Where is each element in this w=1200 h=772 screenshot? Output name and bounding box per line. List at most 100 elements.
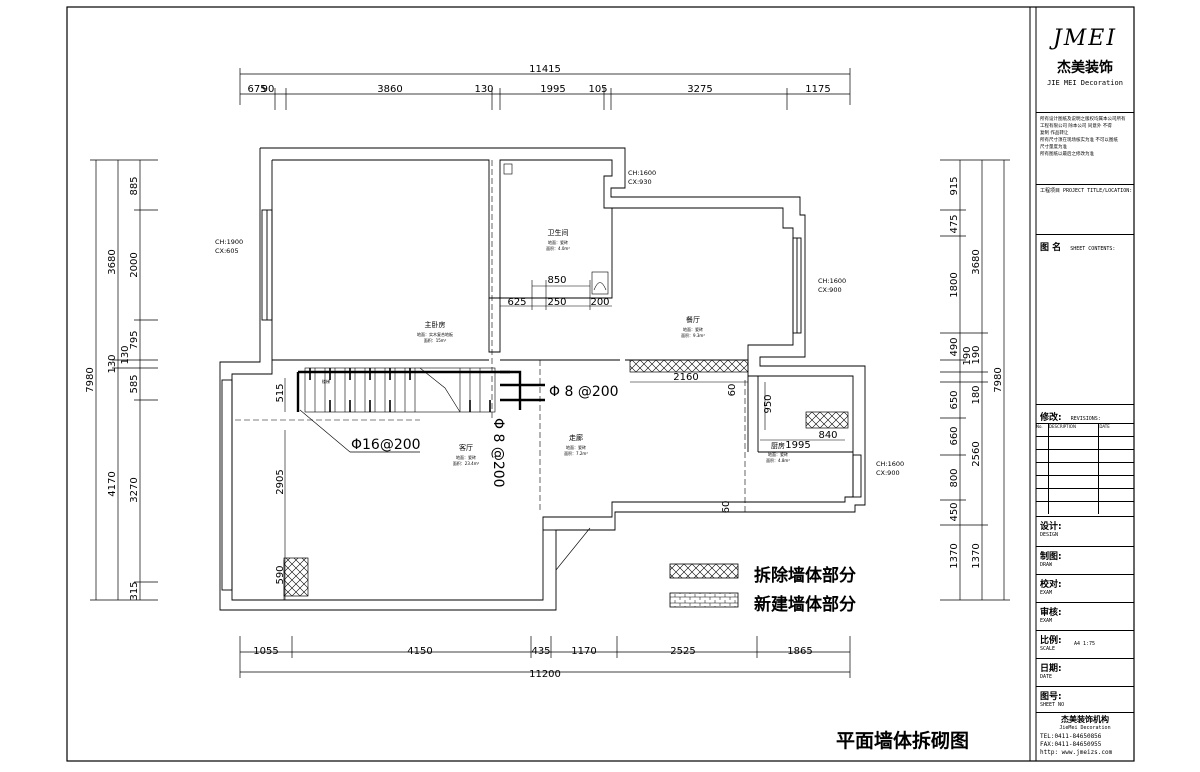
window-note-2-cx: CX:930 bbox=[628, 178, 652, 186]
draw-label: 制图: bbox=[1040, 552, 1062, 562]
bottom-dimension-chain bbox=[239, 636, 851, 678]
window-notes: CH:1900 CX:605 CH:1600 CX:930 CH:1600 CX… bbox=[215, 169, 904, 477]
staircase bbox=[304, 367, 496, 413]
note-2: 复制 作品转让 bbox=[1040, 131, 1069, 136]
right-inner-6: 660 bbox=[949, 426, 960, 445]
right-inner-0: 915 bbox=[949, 176, 960, 195]
dim-515: 515 bbox=[275, 383, 286, 402]
left-outer-0: 3680 bbox=[107, 249, 118, 274]
right-inner-2: 1800 bbox=[949, 272, 960, 297]
company-logo: JMEI 杰美装饰 JIE MEI Decoration bbox=[1036, 8, 1134, 106]
right-inner-5: 650 bbox=[949, 390, 960, 409]
org-web: http: www.jmeizs.com bbox=[1040, 749, 1113, 756]
room-dining-name: 餐厅 bbox=[686, 315, 700, 324]
scale-en: SCALE bbox=[1040, 646, 1056, 652]
org-name-en: JieMei Decoration bbox=[1059, 725, 1111, 731]
room-kitchen-floor: 地面：瓷砖 bbox=[768, 451, 788, 457]
demolish-wall-segments bbox=[283, 359, 849, 597]
dim-950: 950 bbox=[763, 394, 774, 413]
interior-dimension-lines bbox=[283, 280, 845, 600]
window-note-3-cx: CX:900 bbox=[818, 286, 842, 294]
note-0: 所有设计图纸及说明之版权均属本公司所有 bbox=[1040, 117, 1126, 122]
top-total-dim: 11415 bbox=[529, 64, 561, 75]
sheet-contents-cell: 图 名 SHEET CONTENTS: bbox=[1036, 234, 1134, 404]
top-dim-1: 90 bbox=[262, 84, 275, 95]
right-total-dim: 7980 bbox=[993, 367, 1004, 392]
top-dim-4: 1995 bbox=[540, 84, 565, 95]
room-master-name: 主卧房 bbox=[425, 320, 446, 329]
room-hall-floor: 地面：瓷砖 bbox=[566, 444, 586, 450]
right-inner-8: 450 bbox=[949, 502, 960, 521]
legend-new-label: 新建墙体部分 bbox=[754, 595, 856, 615]
top-dimension-chain bbox=[239, 68, 851, 110]
left-total-dim: 7980 bbox=[85, 367, 96, 392]
note-4: 尺寸量度为准 bbox=[1040, 145, 1067, 150]
legend-new-swatch bbox=[669, 592, 739, 608]
revisions-table: No. DESCRIPTION DATE bbox=[1036, 423, 1134, 514]
company-name-cn: 杰美装饰 bbox=[1057, 60, 1113, 76]
window-note-4-cx: CX:900 bbox=[876, 469, 900, 477]
room-dining-area: 面积：9.3m² bbox=[681, 332, 705, 338]
draw-cell: 制图: DRAW bbox=[1036, 546, 1134, 574]
org-fax: FAX:0411-84650955 bbox=[1040, 741, 1102, 748]
sheet-no-en: SHEET NO bbox=[1040, 702, 1065, 708]
sheet-contents-label: 图 名 bbox=[1040, 243, 1062, 253]
left-dim-labels: 7980 3680 130 4170 885 2000 795 130 585 … bbox=[85, 176, 140, 600]
rebar-label-16: Φ16@200 bbox=[351, 437, 421, 453]
left-inner-5: 3270 bbox=[129, 477, 140, 502]
project-cell: 工程项目 PROJECT TITLE/LOCATION: bbox=[1036, 184, 1134, 234]
top-dim-7: 1175 bbox=[805, 84, 830, 95]
rebar-lines bbox=[296, 370, 545, 412]
check-en: EXAM bbox=[1040, 590, 1053, 596]
room-kitchen-name: 厨房 bbox=[771, 441, 785, 450]
right-outer-4: 1370 bbox=[971, 543, 982, 568]
approve-cell: 审核: EXAM bbox=[1036, 602, 1134, 630]
left-inner-1: 2000 bbox=[129, 252, 140, 277]
right-inner-4: 190 bbox=[962, 346, 973, 365]
bottom-dim-1: 4150 bbox=[407, 646, 432, 657]
top-segment-labels: 675 90 3860 130 1995 105 3275 1175 bbox=[247, 84, 830, 95]
dim-60-b: 60 bbox=[721, 501, 732, 514]
dim-250: 250 bbox=[547, 297, 566, 308]
bottom-dim-2: 435 bbox=[531, 646, 550, 657]
dim-1995: 1995 bbox=[785, 440, 810, 451]
right-outer-3: 2560 bbox=[971, 441, 982, 466]
dim-2160: 2160 bbox=[673, 372, 698, 383]
logo-mark: JMEI bbox=[1052, 26, 1118, 51]
window-note-3-ch: CH:1600 bbox=[818, 277, 846, 285]
scale-cell: 比例: SCALE A4 1:75 bbox=[1036, 630, 1134, 658]
dim-840: 840 bbox=[818, 430, 837, 441]
approve-label: 审核: bbox=[1040, 608, 1062, 618]
org-tel: TEL:0411-84650856 bbox=[1040, 733, 1102, 740]
date-en: DATE bbox=[1040, 674, 1053, 680]
sheet-contents-sub: SHEET CONTENTS: bbox=[1070, 246, 1116, 252]
date-cell: 日期: DATE bbox=[1036, 658, 1134, 686]
bottom-dim-4: 2525 bbox=[670, 646, 695, 657]
legend-demolish-label: 拆除墙体部分 bbox=[754, 566, 856, 586]
left-outer-1: 130 bbox=[107, 354, 118, 373]
dim-590: 590 bbox=[275, 565, 286, 584]
revisions-en: REVISIONS: bbox=[1070, 416, 1101, 422]
top-dim-0: 675 bbox=[247, 84, 266, 95]
window-note-1-cx: CX:605 bbox=[215, 247, 239, 255]
right-outer-0: 3680 bbox=[971, 249, 982, 274]
note-1: 工程有限公司 除本公司 同意外 不得 bbox=[1040, 124, 1112, 129]
note-5: 所有图纸以最后之修改为准 bbox=[1040, 152, 1094, 157]
room-living-floor: 地面：瓷砖 bbox=[456, 454, 476, 460]
room-labels: 主卧房 地面：实木复合地板 面积：15m² 卫生间 地面：瓷砖 面积：4.0m²… bbox=[417, 228, 790, 466]
design-en: DESIGN bbox=[1040, 532, 1059, 538]
left-inner-0: 885 bbox=[129, 176, 140, 195]
design-label: 设计: bbox=[1040, 522, 1062, 532]
scale-value: A4 1:75 bbox=[1074, 641, 1096, 647]
top-dim-3: 130 bbox=[474, 84, 493, 95]
right-inner-9: 1370 bbox=[949, 543, 960, 568]
rev-header-no: No. bbox=[1036, 424, 1049, 436]
dim-625: 625 bbox=[507, 297, 526, 308]
rev-header-desc: DESCRIPTION bbox=[1049, 424, 1100, 436]
rebar-label-8b: Φ 8 @200 bbox=[490, 418, 506, 488]
org-name-cn: 杰美装饰机构 bbox=[1061, 715, 1109, 724]
dashed-guides bbox=[235, 160, 746, 512]
room-dining-floor: 地面：瓷砖 bbox=[683, 326, 703, 332]
project-label: 工程项目 PROJECT TITLE/LOCATION: bbox=[1040, 188, 1133, 194]
